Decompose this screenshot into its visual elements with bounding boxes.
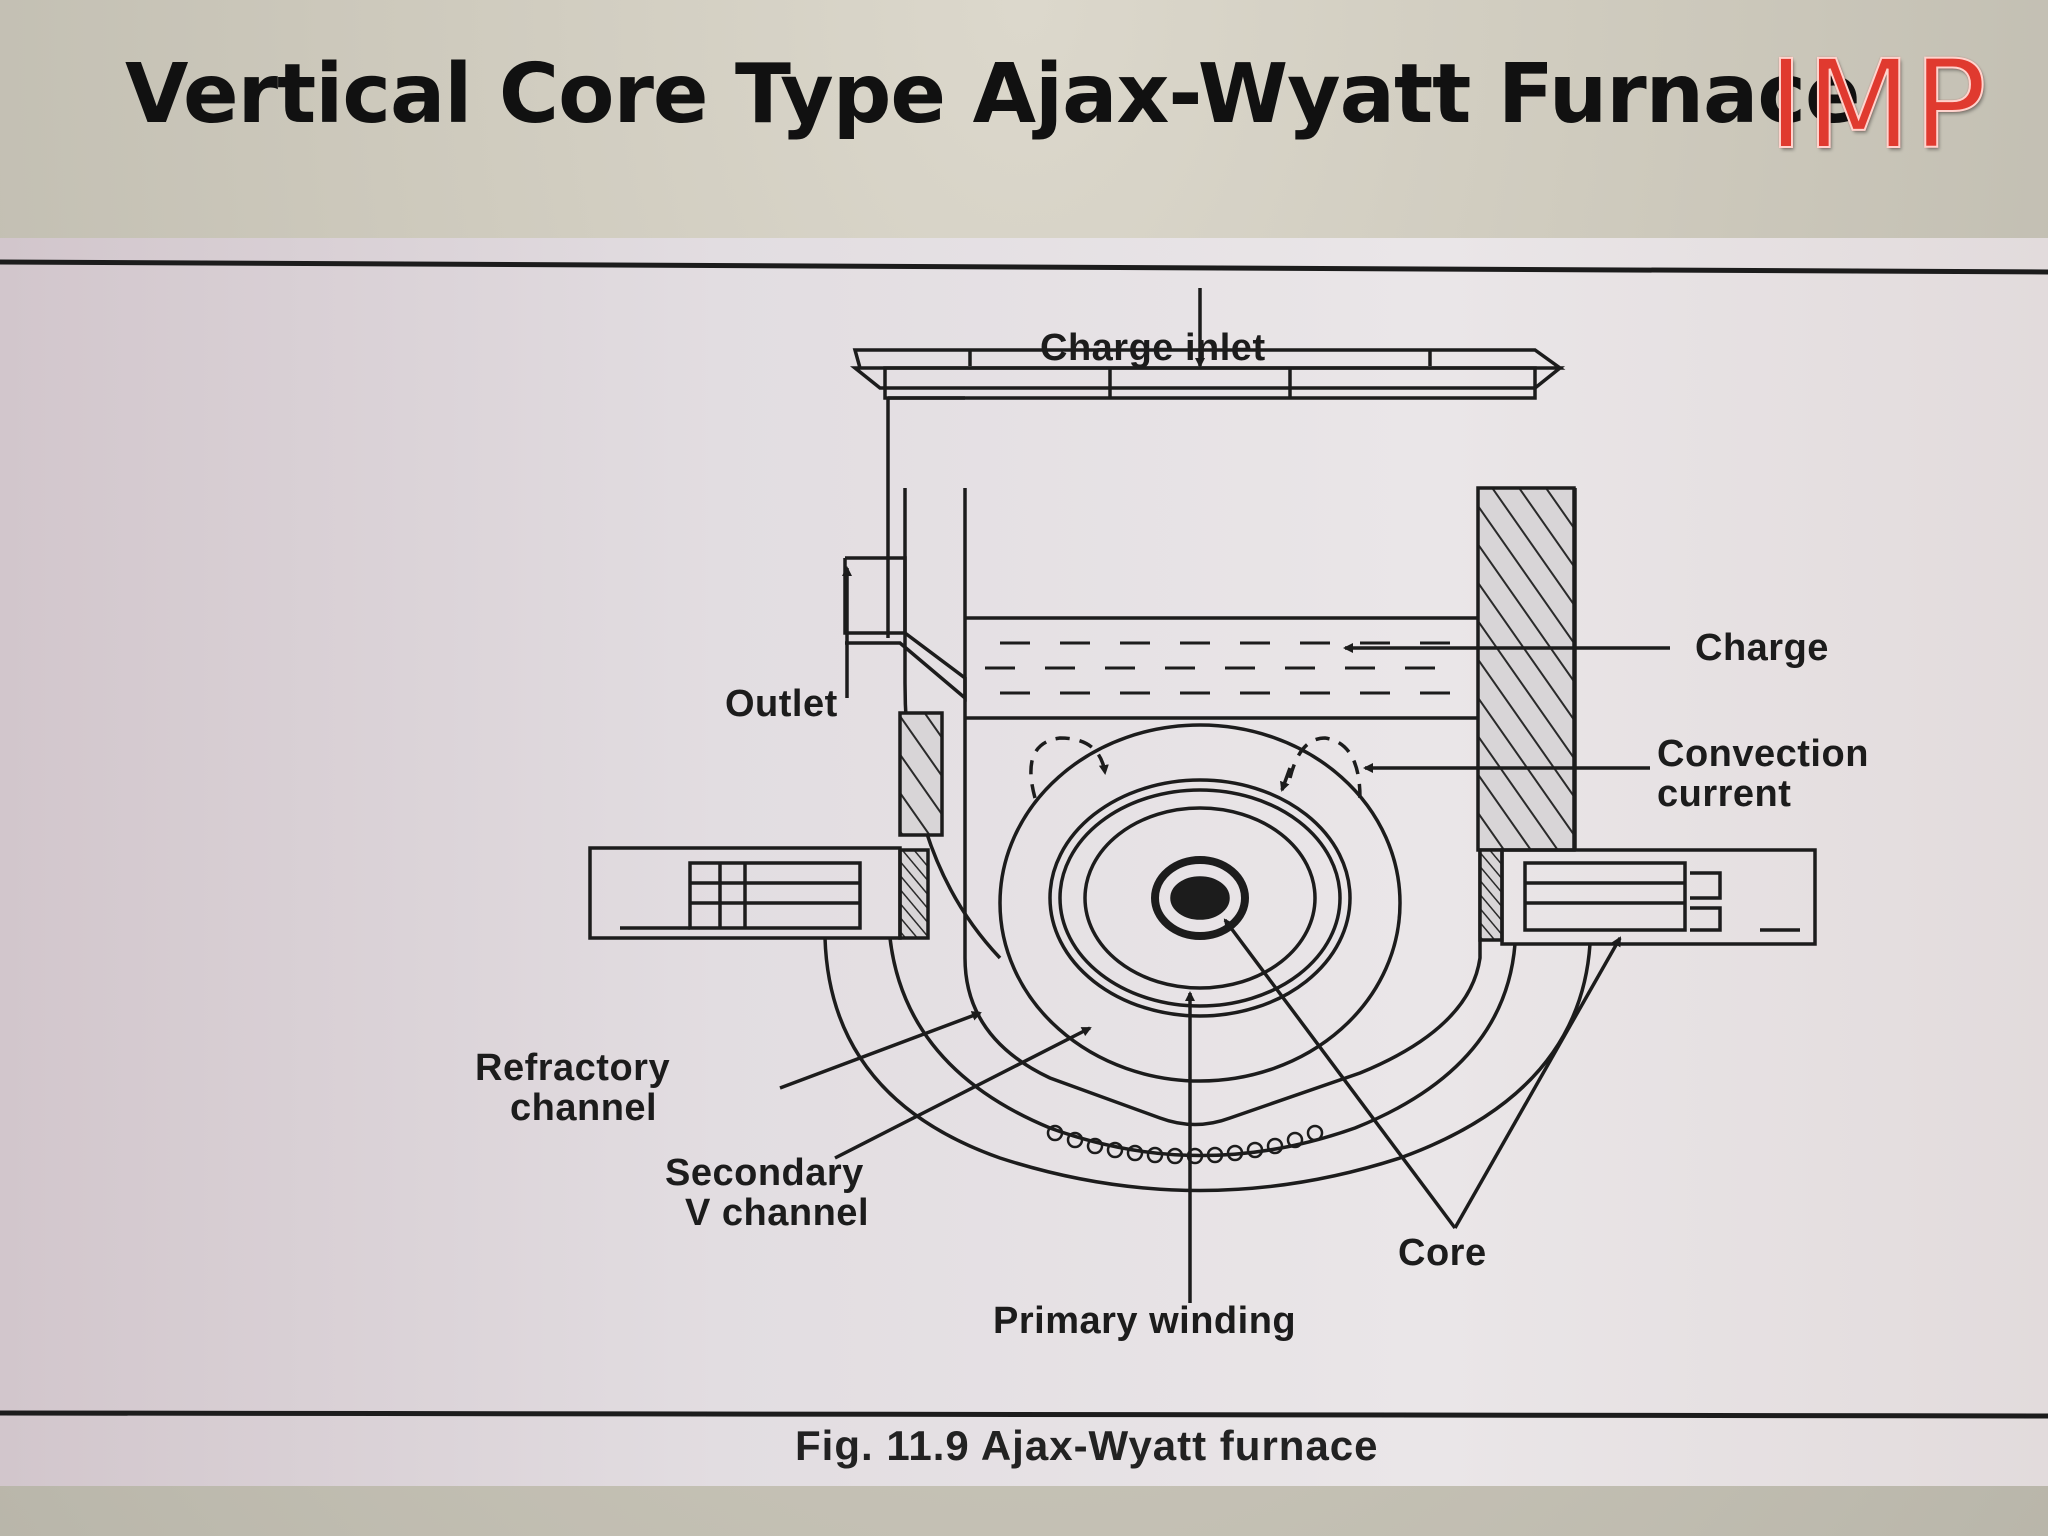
label-convection-1: Convection (1657, 733, 1869, 775)
charge-dashes (985, 641, 1450, 695)
label-convection-2: current (1657, 773, 1792, 815)
imp-badge: IMP (1767, 34, 1989, 176)
secondary-leader (834, 1026, 1092, 1160)
diagram-photo: Charge inlet Charge Outlet Convection cu… (0, 238, 2048, 1486)
outlet-spout (843, 556, 967, 702)
furnace-diagram (0, 259, 2048, 1419)
label-charge-inlet: Charge inlet (1040, 327, 1266, 369)
right-coil-box (1500, 848, 1817, 946)
right-wall (1476, 486, 1576, 852)
channel-ring (1048, 778, 1352, 1018)
vessel-inner (963, 488, 1482, 1127)
core-leader-2 (1453, 936, 1622, 1229)
secondary-beads (1046, 1124, 1324, 1165)
top-rule (0, 259, 2048, 275)
label-core: Core (1398, 1232, 1487, 1274)
core-leader-1 (1223, 918, 1457, 1230)
secondary-ring (998, 723, 1402, 1083)
label-primary-winding: Primary winding (993, 1300, 1297, 1342)
left-wall (898, 711, 944, 837)
core-outer (1151, 856, 1249, 940)
convection-left (1029, 736, 1109, 799)
label-charge: Charge (1695, 627, 1829, 669)
slide-title: Vertical Core Type Ajax-Wyatt Furnace (125, 47, 1861, 142)
label-secondary-2: V channel (685, 1192, 869, 1234)
label-refractory-1: Refractory (475, 1047, 671, 1089)
refractory-leader (779, 1011, 982, 1090)
label-outlet: Outlet (725, 683, 838, 725)
figure-caption: Fig. 11.9 Ajax-Wyatt furnace (795, 1422, 1379, 1469)
label-secondary-1: Secondary (665, 1152, 864, 1194)
core-inner (1170, 876, 1230, 920)
winding-ring (1083, 806, 1317, 990)
convection-right (1288, 736, 1362, 799)
label-refractory-2: channel (510, 1087, 658, 1129)
bottom-rule (0, 1410, 2048, 1419)
outer-channel (823, 937, 1592, 1193)
left-coil-box (588, 846, 902, 940)
